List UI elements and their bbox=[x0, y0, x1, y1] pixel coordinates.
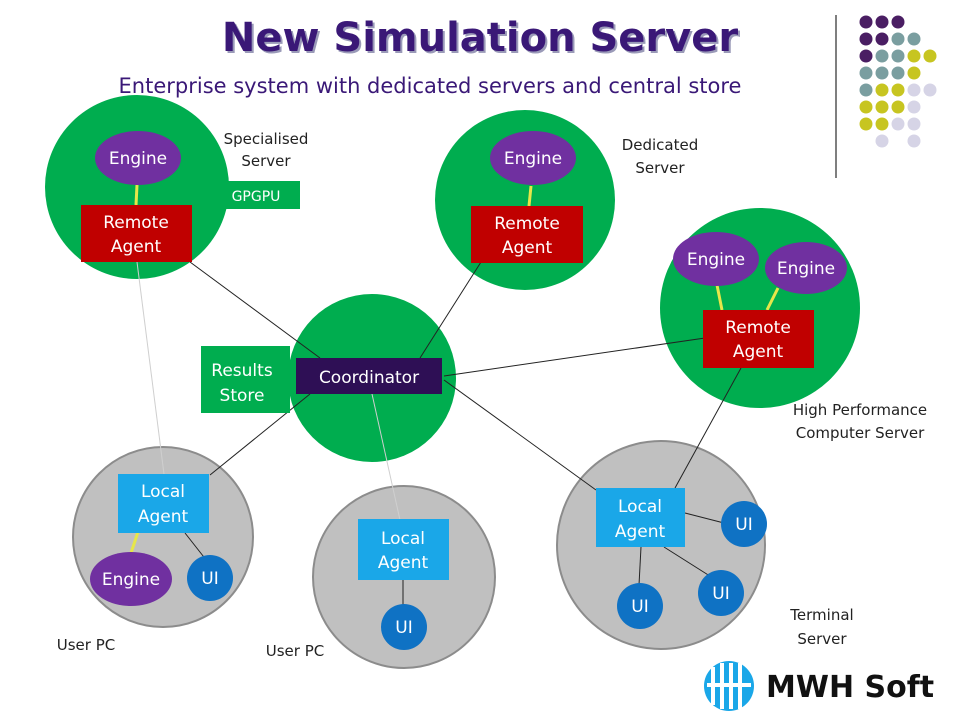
user-pc-2-ui: UI bbox=[381, 604, 427, 650]
user-pc-1-engine-label: Engine bbox=[102, 570, 160, 590]
terminal-local-agent bbox=[596, 488, 685, 547]
results-store-line1: Results bbox=[211, 361, 273, 381]
specialised-engine: Engine bbox=[95, 131, 181, 185]
terminal-ui-2: UI bbox=[698, 570, 744, 616]
terminal-ui-1: UI bbox=[721, 501, 767, 547]
results-store bbox=[201, 346, 290, 413]
user-pc-2-label: User PC bbox=[266, 642, 324, 660]
gpgpu-box bbox=[217, 181, 300, 209]
terminal-agent-line2: Agent bbox=[615, 522, 666, 542]
terminal-agent-line1: Local bbox=[618, 497, 662, 517]
mwh-globe-icon bbox=[704, 661, 754, 711]
user-pc-2-agent-line2: Agent bbox=[378, 553, 429, 573]
gpgpu-label: GPGPU bbox=[232, 189, 281, 205]
user-pc-1-local-agent bbox=[118, 474, 209, 533]
dedicated-agent-line1: Remote bbox=[494, 214, 560, 234]
terminal-server-label-line1: Terminal bbox=[789, 606, 853, 624]
specialised-remote-agent bbox=[81, 205, 192, 262]
decorative-dot-grid bbox=[835, 15, 937, 178]
user-pc-2-agent-line1: Local bbox=[381, 529, 425, 549]
user-pc-1-engine: Engine bbox=[90, 552, 172, 606]
hpc-server-label-line2: Computer Server bbox=[796, 424, 925, 442]
specialised-agent-line1: Remote bbox=[103, 213, 169, 233]
terminal-ui-3-label: UI bbox=[631, 597, 648, 617]
results-store-line2: Store bbox=[220, 386, 265, 406]
hpc-engine-1: Engine bbox=[673, 232, 759, 286]
dedicated-engine-label: Engine bbox=[504, 149, 562, 169]
dedicated-server-label-line1: Dedicated bbox=[622, 136, 699, 154]
hpc-engine-2-label: Engine bbox=[777, 259, 835, 279]
user-pc-2-local-agent bbox=[358, 519, 449, 580]
dedicated-server-label-line2: Server bbox=[635, 159, 685, 177]
terminal-ui-2-label: UI bbox=[712, 584, 729, 604]
dedicated-remote-agent bbox=[471, 206, 583, 263]
page-title: New Simulation Server bbox=[222, 15, 738, 61]
connector-lines bbox=[184, 261, 742, 608]
user-pc-1-ui: UI bbox=[187, 555, 233, 601]
specialised-server-label-line1: Specialised bbox=[224, 130, 309, 148]
user-pc-1-label: User PC bbox=[57, 636, 115, 654]
coordinator-label: Coordinator bbox=[319, 368, 419, 388]
hpc-agent-line2: Agent bbox=[733, 342, 784, 362]
hpc-engine-1-label: Engine bbox=[687, 250, 745, 270]
terminal-ui-3: UI bbox=[617, 583, 663, 629]
specialised-engine-label: Engine bbox=[109, 149, 167, 169]
page-title-shadow: New Simulation Server bbox=[224, 17, 740, 63]
user-pc-1-agent-line1: Local bbox=[141, 482, 185, 502]
hpc-server-label-line1: High Performance bbox=[793, 401, 927, 419]
page-subtitle: Enterprise system with dedicated servers… bbox=[119, 74, 742, 98]
hpc-engine-2: Engine bbox=[765, 242, 847, 294]
logo-wordmark: MWH Soft bbox=[766, 670, 934, 705]
dedicated-engine: Engine bbox=[490, 131, 576, 185]
specialised-server-label-line2: Server bbox=[241, 152, 291, 170]
coordinator-box bbox=[296, 358, 442, 394]
terminal-server-label-line2: Server bbox=[797, 630, 847, 648]
hpc-agent-line1: Remote bbox=[725, 318, 791, 338]
user-pc-1-agent-line2: Agent bbox=[138, 507, 189, 527]
hpc-remote-agent bbox=[703, 310, 814, 368]
yellow-connector-lines bbox=[129, 184, 780, 554]
dedicated-agent-line2: Agent bbox=[502, 238, 553, 258]
specialised-agent-line2: Agent bbox=[111, 237, 162, 257]
terminal-ui-1-label: UI bbox=[735, 515, 752, 535]
user-pc-1-ui-label: UI bbox=[201, 569, 218, 589]
faint-connector-lines bbox=[136, 261, 401, 521]
user-pc-2-ui-label: UI bbox=[395, 618, 412, 638]
